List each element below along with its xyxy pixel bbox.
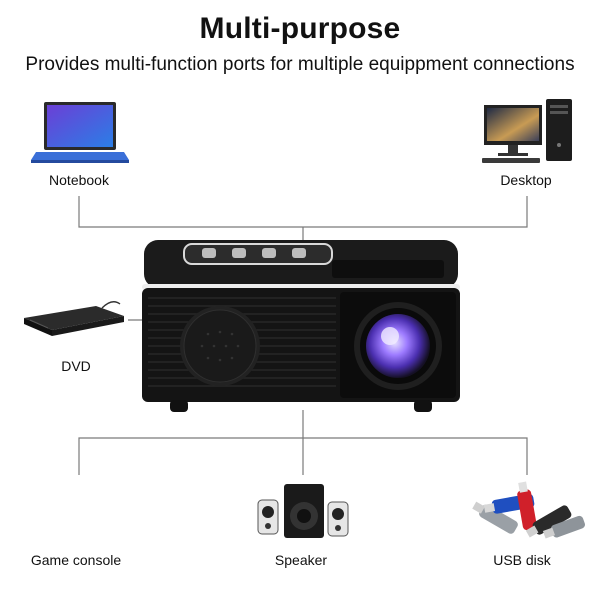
dvd-icon <box>24 301 124 336</box>
game-console-label: Game console <box>30 552 122 568</box>
notebook-icon <box>31 102 129 163</box>
desktop-icon <box>482 99 572 163</box>
page-subtitle: Provides multi-function ports for multip… <box>25 54 575 75</box>
speaker-label: Speaker <box>274 552 328 568</box>
game-console-image <box>28 478 132 538</box>
page-title: Multi-purpose <box>199 12 401 45</box>
top-connector <box>78 196 528 228</box>
projector-image <box>142 240 460 412</box>
usb-disk-label: USB disk <box>493 552 551 568</box>
desktop-label: Desktop <box>500 172 552 188</box>
dvd-label: DVD <box>61 358 91 374</box>
usb-disk-icon <box>472 481 585 539</box>
speaker-icon <box>257 484 349 538</box>
notebook-label: Notebook <box>49 172 109 188</box>
